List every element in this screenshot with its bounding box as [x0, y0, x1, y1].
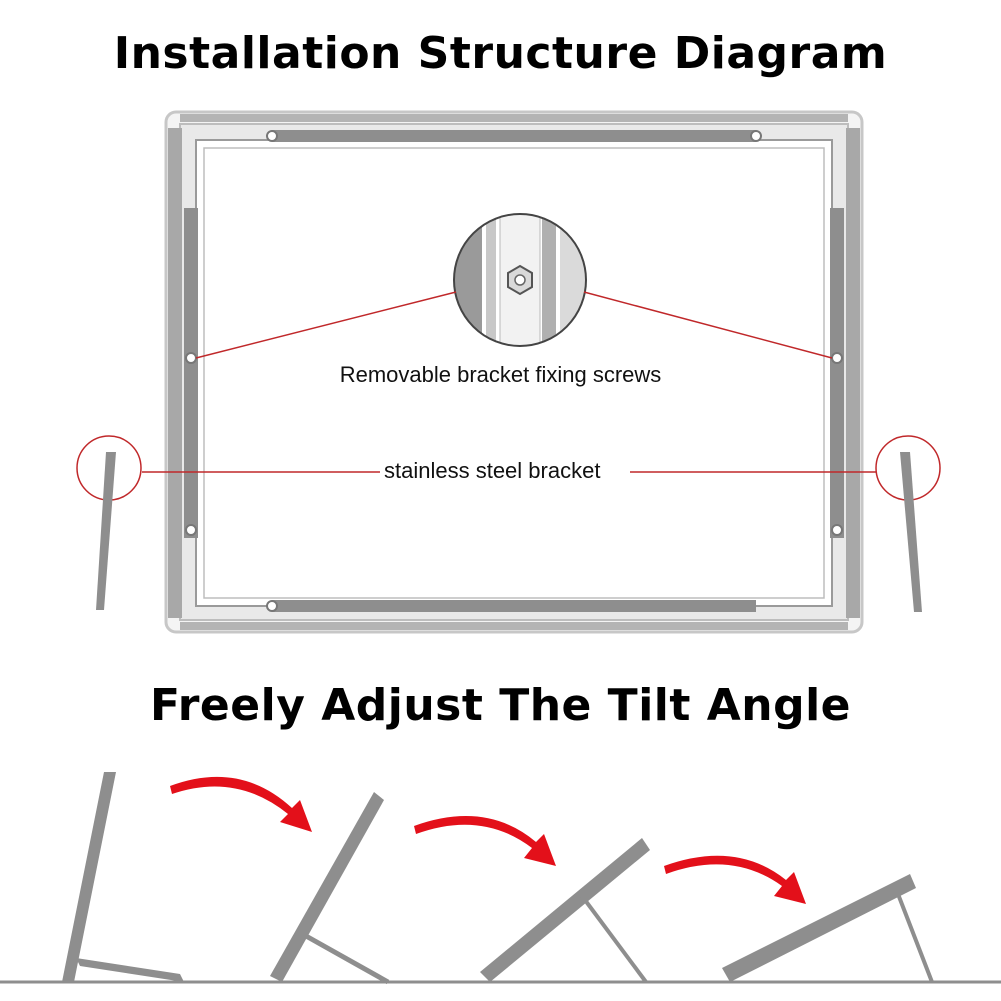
curved-arrow-icon — [170, 776, 312, 832]
curved-arrow-icon — [664, 855, 806, 904]
tilt-position-1 — [62, 772, 184, 982]
callout-lines — [142, 291, 876, 473]
screen-frame — [164, 110, 864, 634]
tilt-position-3 — [480, 838, 650, 984]
bracket-label: stainless steel bracket — [380, 458, 605, 484]
top-bracket — [266, 130, 762, 142]
tilt-position-2 — [270, 792, 390, 985]
tilt-title: Freely Adjust The Tilt Angle — [149, 680, 852, 731]
bottom-bracket — [266, 600, 756, 612]
tilt-illustrations — [0, 772, 1001, 985]
left-bracket — [184, 208, 198, 538]
right-bracket — [830, 208, 844, 538]
tilt-position-4 — [722, 874, 934, 983]
curved-arrow-icon — [414, 816, 556, 866]
screws-label: Removable bracket fixing screws — [339, 362, 662, 387]
left-stand-detail — [76, 435, 142, 610]
diagram-title: Installation Structure Diagram — [113, 28, 888, 79]
right-stand-detail — [875, 435, 941, 612]
